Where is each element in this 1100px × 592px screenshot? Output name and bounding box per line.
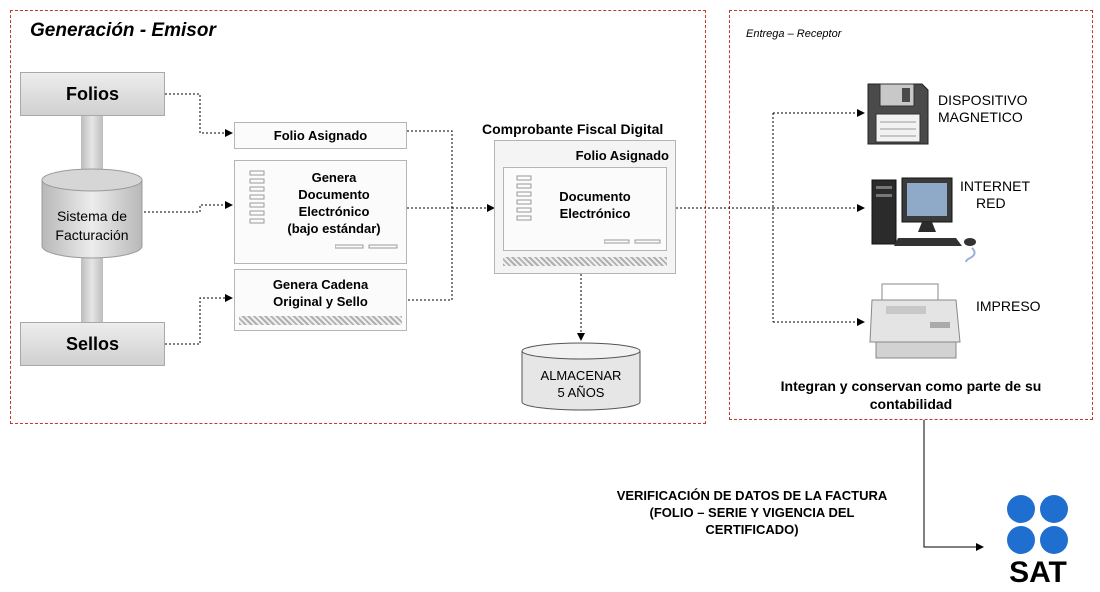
folios-box: Folios xyxy=(20,72,165,116)
comprobante-documento-line2: Electrónico xyxy=(559,206,631,221)
receptor-region xyxy=(729,10,1093,420)
internet-line1: INTERNET xyxy=(960,178,1030,194)
dispositivo-line2: MAGNETICO xyxy=(938,109,1023,125)
genera-documento-line2: Documento xyxy=(298,187,370,202)
genera-documento-line4: (bajo estándar) xyxy=(287,221,381,236)
impreso-label: IMPRESO xyxy=(976,298,1041,314)
sistema-label-line1: Sistema de xyxy=(56,208,128,224)
sellos-box: Sellos xyxy=(20,322,165,366)
printer-icon xyxy=(869,283,961,359)
sistema-facturacion-cylinder xyxy=(41,168,143,259)
signature-lines xyxy=(604,239,661,244)
almacenar-line1: ALMACENAR xyxy=(540,368,622,383)
signature-lines xyxy=(335,244,398,249)
sat-logo-dot xyxy=(1040,495,1068,523)
genera-cadena-line1: Genera Cadena xyxy=(272,277,369,292)
folio-asignado-card: Folio Asignado xyxy=(234,122,407,149)
almacenar-cylinder xyxy=(521,342,641,411)
sat-logo-dot xyxy=(1040,526,1068,554)
genera-cadena-card: Genera Cadena Original y Sello xyxy=(234,269,407,331)
receptor-note-line1: Integran y conservan como parte de su xyxy=(780,378,1042,394)
sat-logo-dot xyxy=(1007,526,1035,554)
document-lines-icon xyxy=(516,175,532,221)
line-folio-to-merge xyxy=(407,130,453,301)
sistema-label-line2: Facturación xyxy=(55,227,129,243)
comprobante-card: Folio Asignado Documento Electrónico xyxy=(494,140,676,274)
floppy-disk-icon xyxy=(867,83,929,145)
document-lines-icon xyxy=(249,170,265,224)
verificacion-line3: CERTIFICADO) xyxy=(705,522,799,537)
arrow-sistema-to-documento xyxy=(140,201,233,213)
pillar-bottom xyxy=(81,256,103,322)
verificacion-line2: (FOLIO – SERIE Y VIGENCIA DEL xyxy=(649,505,855,520)
computer-icon xyxy=(871,177,976,262)
comprobante-document: Documento Electrónico xyxy=(503,167,667,251)
arrow-receptor-to-sat xyxy=(923,420,984,551)
receptor-note-line2: contabilidad xyxy=(869,396,953,412)
almacenar-line2: 5 AÑOS xyxy=(557,385,605,400)
genera-documento-line3: Electrónico xyxy=(298,204,370,219)
arrow-folios-to-folio-asignado xyxy=(165,93,233,137)
sat-logo: SAT xyxy=(1007,495,1068,588)
emisor-title: Generación - Emisor xyxy=(30,20,216,41)
sat-logo-dot xyxy=(1007,495,1035,523)
genera-documento-line1: Genera xyxy=(311,170,357,185)
dispositivo-line1: DISPOSITIVO xyxy=(938,92,1028,108)
emisor-region xyxy=(10,10,706,424)
receptor-title: Entrega – Receptor xyxy=(746,28,842,40)
genera-cadena-line2: Original y Sello xyxy=(273,294,368,309)
arrow-sellos-to-cadena xyxy=(165,294,233,345)
pillar-top xyxy=(81,116,103,176)
genera-documento-card: Genera Documento Electrónico (bajo están… xyxy=(234,160,407,264)
comprobante-title: Comprobante Fiscal Digital xyxy=(482,121,664,137)
internet-line2: RED xyxy=(976,195,1006,211)
seal-pattern xyxy=(239,316,402,325)
verificacion-line1: VERIFICACIÓN DE DATOS DE LA FACTURA xyxy=(616,488,888,503)
comprobante-folio: Folio Asignado xyxy=(575,148,669,163)
comprobante-documento-line1: Documento xyxy=(559,189,631,204)
seal-pattern xyxy=(503,257,667,266)
sat-logo-text: SAT xyxy=(1009,556,1067,588)
